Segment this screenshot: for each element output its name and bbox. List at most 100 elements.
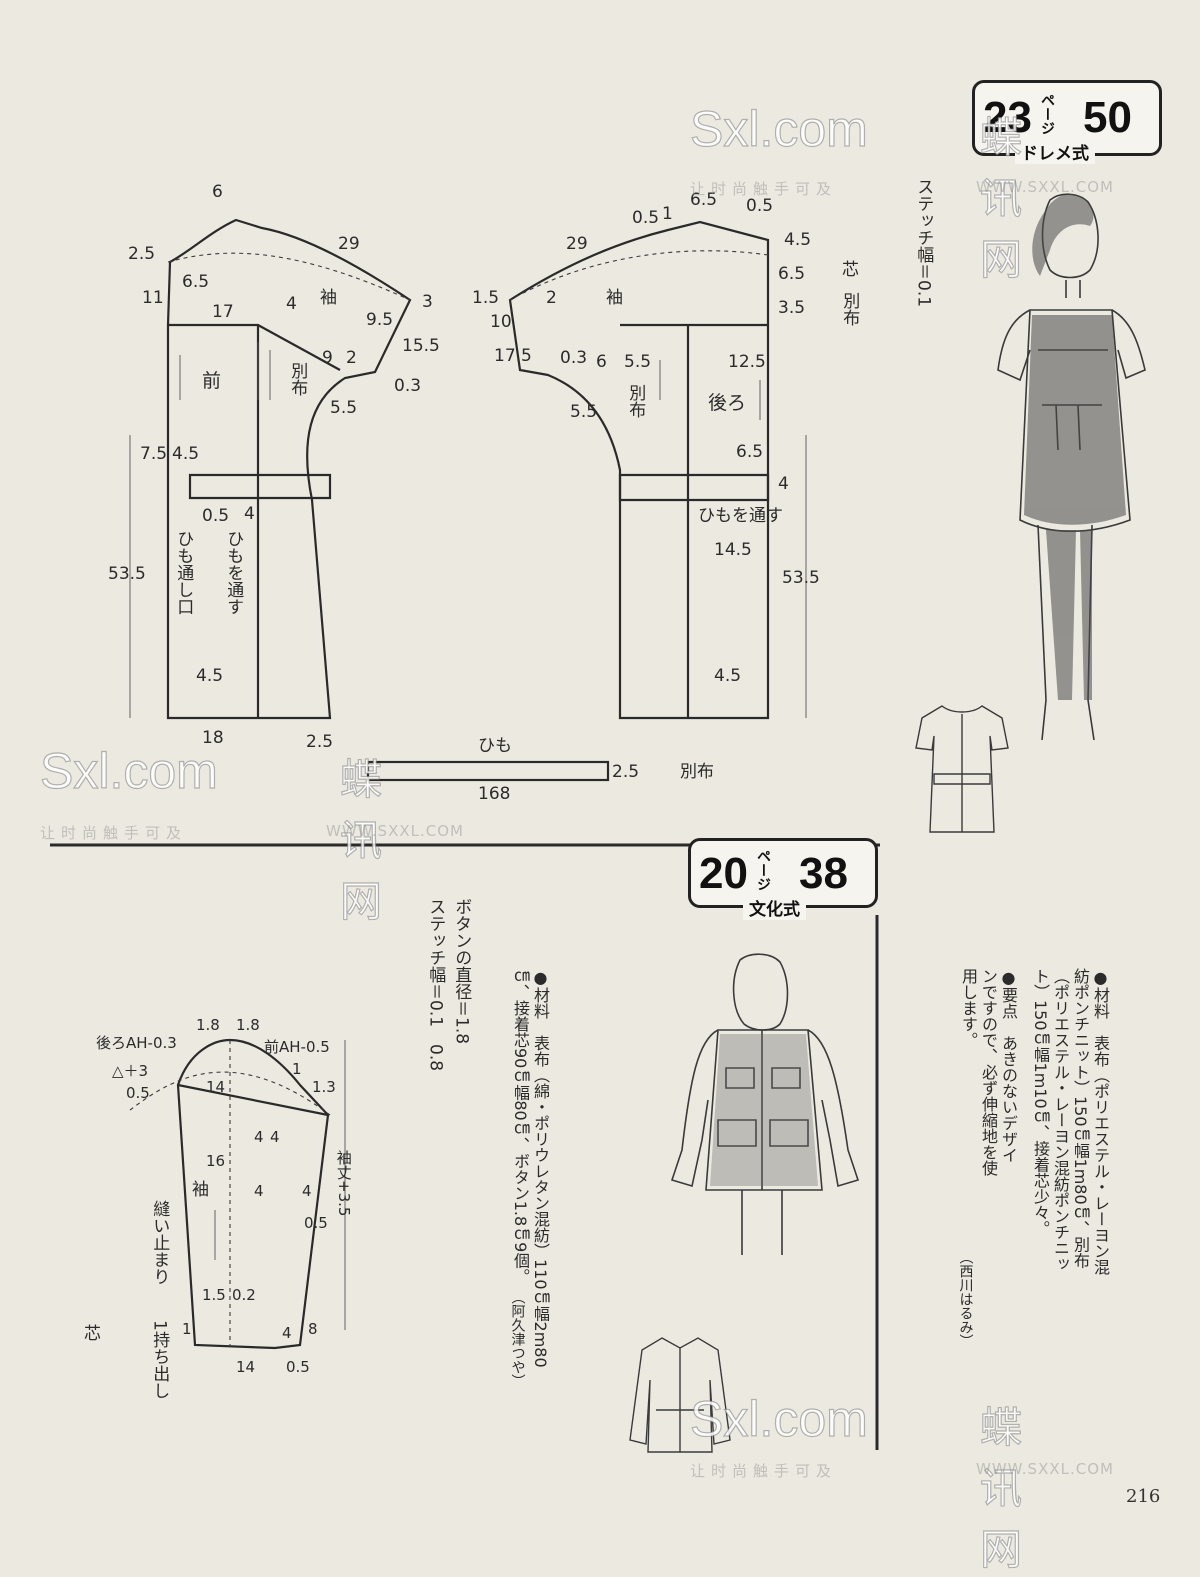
tie-length: 168 bbox=[478, 784, 511, 804]
materials-bottom: ●材料 表布（綿・ポリウレタン混紡）110㎝幅2m80㎝、接着芯90㎝幅80㎝、… bbox=[511, 968, 550, 1368]
tie-label: ひも bbox=[478, 736, 512, 756]
model-illustration-jacket bbox=[670, 953, 860, 1255]
back-tie-pass-label: ひもを通す bbox=[698, 506, 783, 526]
watermark-brand: 蝶讯网 bbox=[339, 755, 383, 925]
back-dim: 1.5 bbox=[472, 288, 500, 308]
sleeve-dim: 1.8 bbox=[236, 1016, 260, 1034]
back-dim: 0.5 bbox=[632, 208, 660, 228]
front-dim: 4.5 bbox=[196, 666, 224, 686]
sleeve-outline bbox=[176, 1038, 330, 1350]
front-dim: 0.3 bbox=[394, 376, 422, 396]
watermark-brand: 蝶讯网 bbox=[979, 113, 1023, 283]
back-dim: 6.5 bbox=[736, 442, 764, 462]
sleeve-dim: 0.5 bbox=[304, 1214, 328, 1232]
sleeve-dim: 0.5 bbox=[286, 1358, 310, 1376]
watermark-sub: 让时尚触手可及 bbox=[690, 180, 838, 198]
tie-width: 2.5 bbox=[612, 762, 640, 782]
sleeve-interfacing: 芯 bbox=[84, 1324, 101, 1344]
sleeve-dim: 4 bbox=[254, 1128, 264, 1146]
sleeve-dim: 4 bbox=[302, 1182, 312, 1200]
back-dim: 0.5 bbox=[746, 196, 774, 216]
front-dim: 6.5 bbox=[182, 272, 210, 292]
back-dim: 0.3 bbox=[560, 348, 588, 368]
front-dim: 3 bbox=[422, 292, 433, 312]
back-dim: 6.5 bbox=[778, 264, 806, 284]
badge-system: ドレメ式 bbox=[1015, 139, 1095, 164]
back-dim: 17.5 bbox=[494, 346, 532, 366]
front-dim: 4.5 bbox=[172, 444, 200, 464]
flat-sketch-tunic bbox=[915, 705, 1009, 833]
watermark-brand: 蝶讯网 bbox=[979, 1403, 1023, 1573]
badge-system: 文化式 bbox=[743, 895, 806, 920]
front-dim: 5.5 bbox=[330, 398, 358, 418]
flat-sketch-jacket bbox=[629, 1337, 731, 1453]
sleeve-dim: 4 bbox=[282, 1324, 292, 1342]
sleeve-dim: 14 bbox=[206, 1078, 226, 1096]
sleeve-front-ah: 前AH-0.5 bbox=[264, 1038, 330, 1056]
sleeve-dim: 1 bbox=[292, 1060, 302, 1078]
badge-page: 23 bbox=[983, 93, 1032, 142]
front-dim: 17 bbox=[212, 302, 234, 322]
back-interfacing-label: 芯 bbox=[842, 260, 859, 280]
back-dim: 1 bbox=[662, 204, 673, 224]
sleeve-dim: 1 bbox=[182, 1320, 192, 1338]
front-sleeve-line bbox=[168, 323, 341, 371]
badge-page-label: ページ bbox=[1039, 93, 1055, 135]
watermark-logo: Sxl.com bbox=[689, 100, 868, 157]
watermark-url: WWW.SXXL.COM bbox=[976, 1460, 1114, 1478]
sleeve-dim: 0.5 bbox=[126, 1084, 150, 1102]
stitch-note-top: ステッチ幅＝0.1 bbox=[913, 178, 934, 308]
front-sleeve-label: 袖 bbox=[320, 288, 337, 308]
badge-page: 20 bbox=[699, 849, 748, 898]
sleeve-back-ah: 後ろAH-0.3 bbox=[96, 1034, 177, 1052]
back-dim: 4.5 bbox=[784, 230, 812, 250]
back-dim: 5.5 bbox=[570, 402, 598, 422]
front-dim: 9 bbox=[322, 348, 333, 368]
sleeve-dim: 16 bbox=[206, 1152, 226, 1170]
front-dim: 9.5 bbox=[366, 310, 394, 330]
back-dim: 10 bbox=[490, 312, 512, 332]
pattern-badge-20-38: 20 ページ 38 文化式 bbox=[688, 838, 878, 920]
watermark-sub: 让时尚触手可及 bbox=[690, 1462, 838, 1480]
sleeve-dim: 4 bbox=[270, 1128, 280, 1146]
front-bodice-outline bbox=[166, 218, 412, 720]
front-tie-opening-label: ひも通し口 bbox=[173, 530, 194, 615]
watermark-logo: Sxl.com bbox=[39, 742, 218, 799]
watermark-url: WWW.SXXL.COM bbox=[976, 178, 1114, 196]
point-right: ●要点 あきのないデザインですので、必ず伸縮地を使用します。 bbox=[959, 968, 1018, 1176]
back-bodice-outline bbox=[508, 220, 770, 720]
pattern-badge-23-50: 23 ページ 50 ドレメ式 bbox=[972, 80, 1162, 164]
sleeve-allowance: 1持ち出し bbox=[149, 1320, 170, 1399]
back-dim: 3.5 bbox=[778, 298, 806, 318]
model-illustration-tunic bbox=[997, 193, 1146, 741]
sleeve-label: 袖 bbox=[192, 1180, 209, 1200]
front-dim: 11 bbox=[142, 288, 164, 308]
sleeve-stop: 縫い止まり bbox=[149, 1200, 170, 1285]
back-separate2-label: 別布 bbox=[839, 292, 860, 326]
front-dim: 2 bbox=[346, 348, 357, 368]
watermark-url: WWW.SXXL.COM bbox=[326, 822, 464, 840]
sleeve-dim: 1.8 bbox=[196, 1016, 220, 1034]
materials-right: ●材料 表布（ポリエステル・レーヨン混紡ポンチニット）150㎝幅1m80㎝、別布… bbox=[1031, 968, 1110, 1275]
back-dim: 6.5 bbox=[690, 190, 718, 210]
back-dim: 2 bbox=[546, 288, 557, 308]
back-dim: 4.5 bbox=[714, 666, 742, 686]
tie-separate: 別布 bbox=[680, 762, 714, 782]
back-dim: 12.5 bbox=[728, 352, 766, 372]
front-separate-label: 別布 bbox=[287, 362, 308, 396]
back-dim: 5.5 bbox=[624, 352, 652, 372]
front-tie-pass-label: ひもを通す bbox=[223, 530, 244, 615]
sleeve-dim: 1.5 bbox=[202, 1286, 226, 1304]
badge-page-label: ページ bbox=[755, 849, 771, 891]
pattern-drafts bbox=[50, 218, 880, 1450]
front-dim: 53.5 bbox=[108, 564, 146, 584]
sleeve-dim: 1.3 bbox=[312, 1078, 336, 1096]
front-dim: 29 bbox=[338, 234, 360, 254]
front-dim: 7.5 bbox=[140, 444, 168, 464]
front-dim: 15.5 bbox=[402, 336, 440, 356]
button-note: ボタンの直径＝1.8 bbox=[451, 898, 472, 1045]
back-separate-label: 別布 bbox=[625, 384, 646, 418]
front-dim: 4 bbox=[286, 294, 297, 314]
page-number: 216 bbox=[1126, 1486, 1161, 1507]
front-dim: 2.5 bbox=[128, 244, 156, 264]
